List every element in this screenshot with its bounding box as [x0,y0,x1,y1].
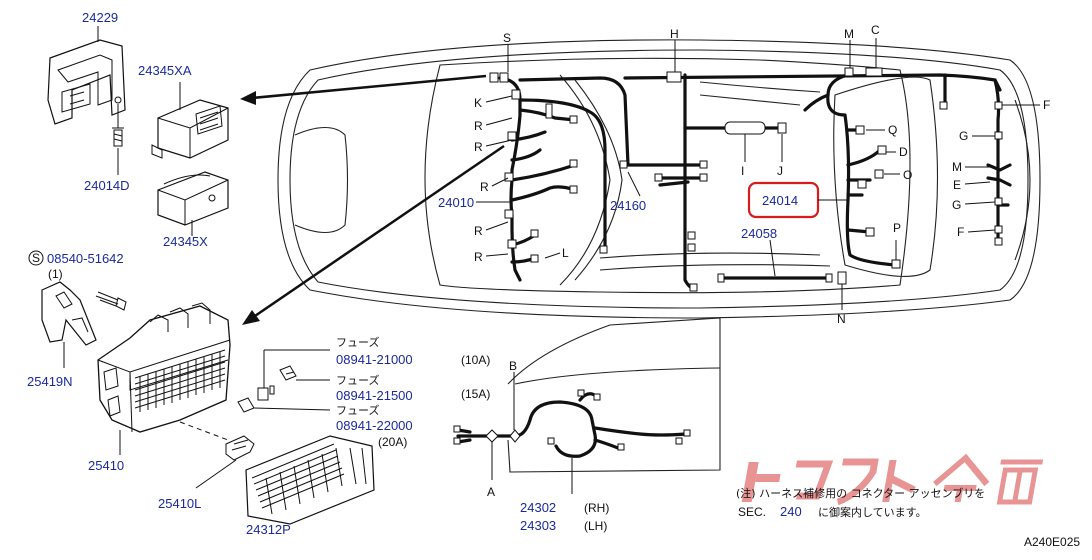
part-08941-21000: 08941-21000 [336,352,413,367]
callout-j: J [777,164,783,178]
callout-r-4: R [474,224,483,238]
part-25410: 25410 [88,458,124,473]
callout-o: O [903,168,912,182]
fuse-2-label: フューズ [336,373,379,387]
note-sec-ref: 240 [780,504,802,519]
fuse-1-label: フューズ [336,335,379,349]
part-24302: 24302 [520,500,556,515]
amp-20a: (20A) [378,435,407,449]
callout-c: C [871,23,880,37]
callout-r-5: R [474,250,483,264]
fuse-block-drawing: S 08540-51642 (1) 25419N 25410 25410L [27,250,375,537]
callout-a: A [487,485,495,499]
callout-n: N [837,312,846,326]
part-24160: 24160 [610,198,646,213]
part-24014: 24014 [762,193,798,208]
part-24345xa: 24345XA [138,63,192,78]
callout-r-1: R [474,119,483,133]
callout-b: B [509,359,517,373]
part-08941-22000: 08941-22000 [336,418,413,433]
lh-label: (LH) [584,519,607,533]
note-line-1: (注) ハーネス補修用の コネクター アッセンブリを [736,486,985,500]
part-25410l: 25410L [158,496,201,511]
car-body-outline [277,39,1041,319]
diagram-code: A240E025 [1024,535,1080,549]
callout-r-3: R [480,180,489,194]
door-harness-drawing: (10A) (15A) B A 24302 24303 (RH) (LH) [453,317,721,533]
callout-e: E [953,178,961,192]
part-24010: 24010 [438,195,474,210]
part-24312p: 24312P [246,522,291,537]
callout-m-2: M [952,160,962,174]
note-sec-label: SEC. [738,505,766,519]
callout-q: Q [888,123,897,137]
fuse-3-label: フューズ [336,403,379,417]
s-mark: S [32,251,40,265]
brand-watermark [741,453,1044,506]
part-08941-21500: 08941-21500 [336,388,413,403]
callout-m-1: M [844,27,854,41]
part-24058: 24058 [741,226,777,241]
footnote: (注) ハーネス補修用の コネクター アッセンブリを SEC. 240 に御案内… [736,486,1080,549]
car-part-numbers: 24010 24160 24014 24058 [438,171,848,277]
part-24229: 24229 [82,10,118,25]
harness-connectors [489,67,1003,292]
note-line-2: に御案内しています。 [818,505,927,519]
callout-f-2: F [957,225,964,239]
callout-i: I [741,164,744,178]
callout-h: H [670,27,679,41]
callout-g-1: G [959,129,968,143]
fuse-label-grid [251,443,367,515]
qty-1: (1) [48,267,63,281]
callout-r-2: R [474,140,483,154]
callout-d: D [899,145,908,159]
callout-f-1: F [1043,98,1050,112]
detail-arrows [240,74,505,325]
watermark-graphic [741,453,1044,506]
fuse-slots [134,349,226,412]
amp-10a: (10A) [461,353,490,367]
callout-k: K [474,96,482,110]
callout-s: S [503,31,511,45]
relay-bracket-drawing: 24229 24014D 24345XA 24345X [47,10,229,249]
part-24014d: 24014D [84,178,130,193]
callout-l: L [562,246,569,260]
fuses-drawing: フューズ 08941-21000 フューズ 08941-21500 フューズ 0… [237,335,413,449]
part-24303: 24303 [520,518,556,533]
callout-p: P [893,221,901,235]
rh-label: (RH) [584,501,609,515]
callout-g-2: G [952,198,961,212]
part-08540-51642: 08540-51642 [47,251,124,266]
amp-15a: (15A) [461,387,490,401]
part-25419n: 25419N [27,374,73,389]
part-24345x: 24345X [163,234,208,249]
car-callouts: S K R R R R R H I J L M C F G M E G F [474,23,1050,326]
